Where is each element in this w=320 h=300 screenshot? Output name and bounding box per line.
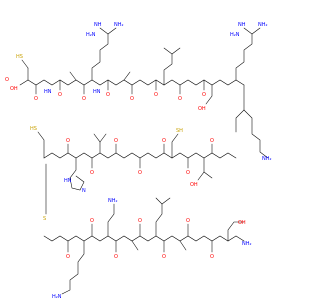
oxygen-label: O [82, 96, 86, 102]
nitrogen-label: NH₂ [258, 22, 268, 28]
nitrogen-label: NH [238, 22, 246, 28]
oxygen-label: O [162, 254, 166, 260]
bottom-backbone [43, 197, 245, 295]
oxygen-label: O [5, 77, 9, 83]
nitrogen-label: HN [93, 89, 101, 95]
nitrogen-label: NH [94, 22, 102, 28]
sulfur-label: HS [30, 126, 37, 132]
sulfur-label: S [43, 216, 46, 222]
sulfur-label: HS [16, 54, 23, 60]
atom-labels: HS O OH O HN O O HN O O O O OH O NH H₂N … [5, 22, 272, 300]
oxygen-label: O [34, 96, 38, 102]
nitrogen-label: H₂N [86, 32, 96, 38]
oxygen-label: OH [238, 220, 246, 226]
oxygen-label: O [66, 138, 70, 144]
nitrogen-label: NH₂ [108, 198, 118, 204]
oxygen-label: O [130, 96, 134, 102]
middle-backbone [37, 131, 237, 191]
peptide-structure-diagram: HS O OH O HN O O HN O O O O OH O NH H₂N … [5, 22, 272, 300]
oxygen-label: O [90, 170, 94, 176]
oxygen-label: O [58, 92, 62, 98]
oxygen-label: OH [198, 106, 206, 112]
oxygen-label: OH [190, 182, 198, 188]
oxygen-label: OH [10, 86, 18, 92]
oxygen-label: O [202, 92, 206, 98]
nitrogen-label: H₂N [230, 32, 240, 38]
right-link [235, 84, 269, 159]
nitrogen-label: N [82, 188, 86, 194]
oxygen-label: O [178, 96, 182, 102]
nitrogen-label: HN [44, 89, 52, 95]
oxygen-label: O [162, 138, 166, 144]
sulfur-label: SH [176, 128, 183, 134]
nitrogen-label: H₂N [52, 294, 62, 300]
oxygen-label: O [114, 138, 118, 144]
top-backbone [19, 27, 261, 105]
nitrogen-label: NH₂ [114, 22, 124, 28]
nitrogen-label: HN [64, 178, 72, 184]
oxygen-label: O [90, 218, 94, 224]
oxygen-label: O [154, 92, 158, 98]
oxygen-label: O [186, 218, 190, 224]
nitrogen-label: NH₂ [242, 241, 252, 247]
oxygen-label: O [66, 254, 70, 260]
oxygen-label: O [138, 170, 142, 176]
nitrogen-label: NH₂ [262, 156, 272, 162]
oxygen-label: O [186, 170, 190, 176]
oxygen-label: O [210, 254, 214, 260]
oxygen-label: O [138, 218, 142, 224]
oxygen-label: O [210, 138, 214, 144]
oxygen-label: O [106, 92, 110, 98]
oxygen-label: O [114, 254, 118, 260]
